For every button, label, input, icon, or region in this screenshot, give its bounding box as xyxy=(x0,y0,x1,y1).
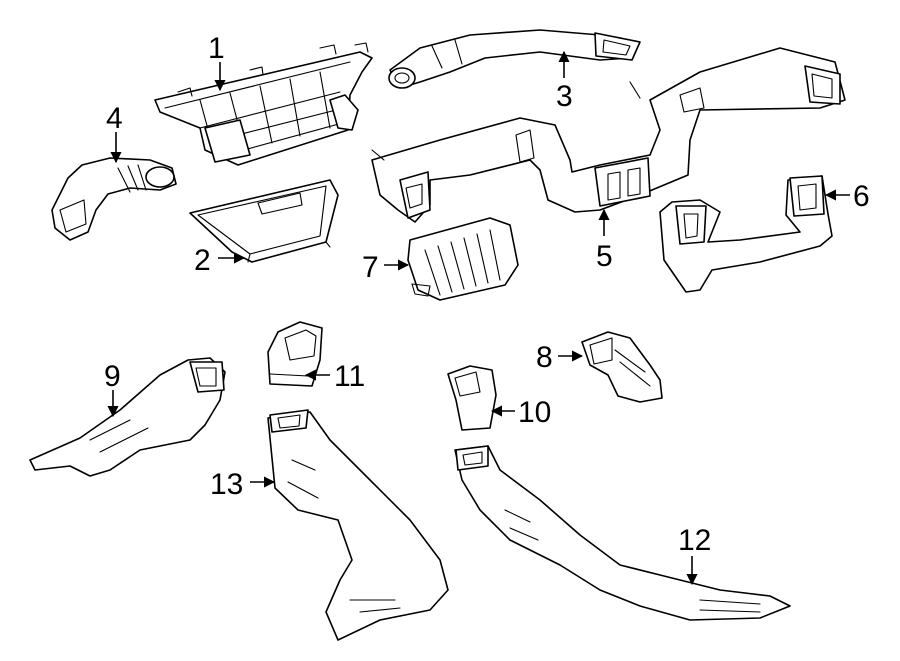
part-7-grille-insert xyxy=(407,217,519,301)
callout-6: 6 xyxy=(853,180,870,213)
callout-labels: 1 2 3 4 5 6 7 8 9 10 11 12 13 xyxy=(104,32,870,557)
callout-leaders xyxy=(107,50,850,586)
callout-2: 2 xyxy=(194,244,211,277)
callout-13: 13 xyxy=(210,468,243,501)
part-6-right-duct xyxy=(659,175,833,293)
callout-10: 10 xyxy=(518,396,551,429)
part-12-lower-right-duct xyxy=(454,445,791,621)
callout-8: 8 xyxy=(536,341,553,374)
callout-9: 9 xyxy=(104,360,121,393)
part-4-elbow-duct xyxy=(51,157,177,241)
callout-1: 1 xyxy=(208,32,225,65)
part-10-connector xyxy=(447,365,497,431)
part-1-vent-grille xyxy=(154,42,373,166)
part-5-center-duct xyxy=(371,47,846,223)
part-13-lower-duct xyxy=(267,409,449,641)
part-2-tray xyxy=(189,179,339,263)
part-8-small-elbow xyxy=(581,331,663,403)
callout-5: 5 xyxy=(596,240,613,273)
part-9-left-duct xyxy=(29,357,226,477)
callout-3: 3 xyxy=(556,80,573,113)
callout-11: 11 xyxy=(334,360,365,393)
part-11-connector xyxy=(267,321,323,387)
callout-4: 4 xyxy=(106,102,123,135)
callout-7: 7 xyxy=(362,251,379,284)
callout-12: 12 xyxy=(678,524,711,557)
part-3-duct-hose xyxy=(388,29,641,89)
